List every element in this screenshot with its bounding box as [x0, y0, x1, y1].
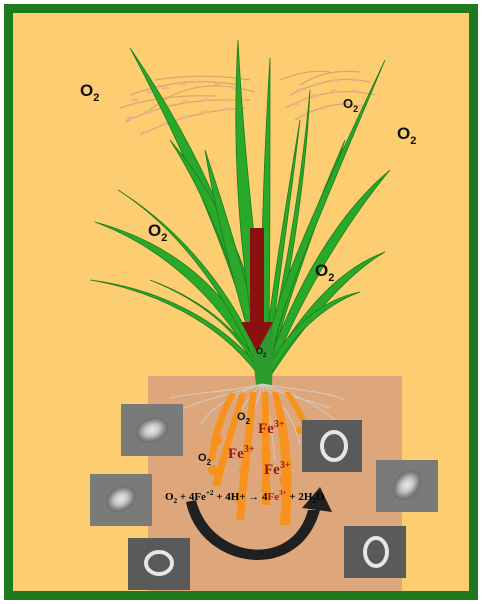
cell-image-4: [302, 420, 362, 472]
cell-image-2: [90, 474, 152, 526]
cell-image-3: [128, 538, 190, 590]
iron-oxidation-equation: O2 + 4Fe+2 + 4H+ → 4Fe3+ + 2H2O: [165, 489, 325, 505]
cell-image-1: [121, 404, 183, 456]
cell-image-5: [376, 460, 438, 512]
cell-image-6: [344, 526, 406, 578]
